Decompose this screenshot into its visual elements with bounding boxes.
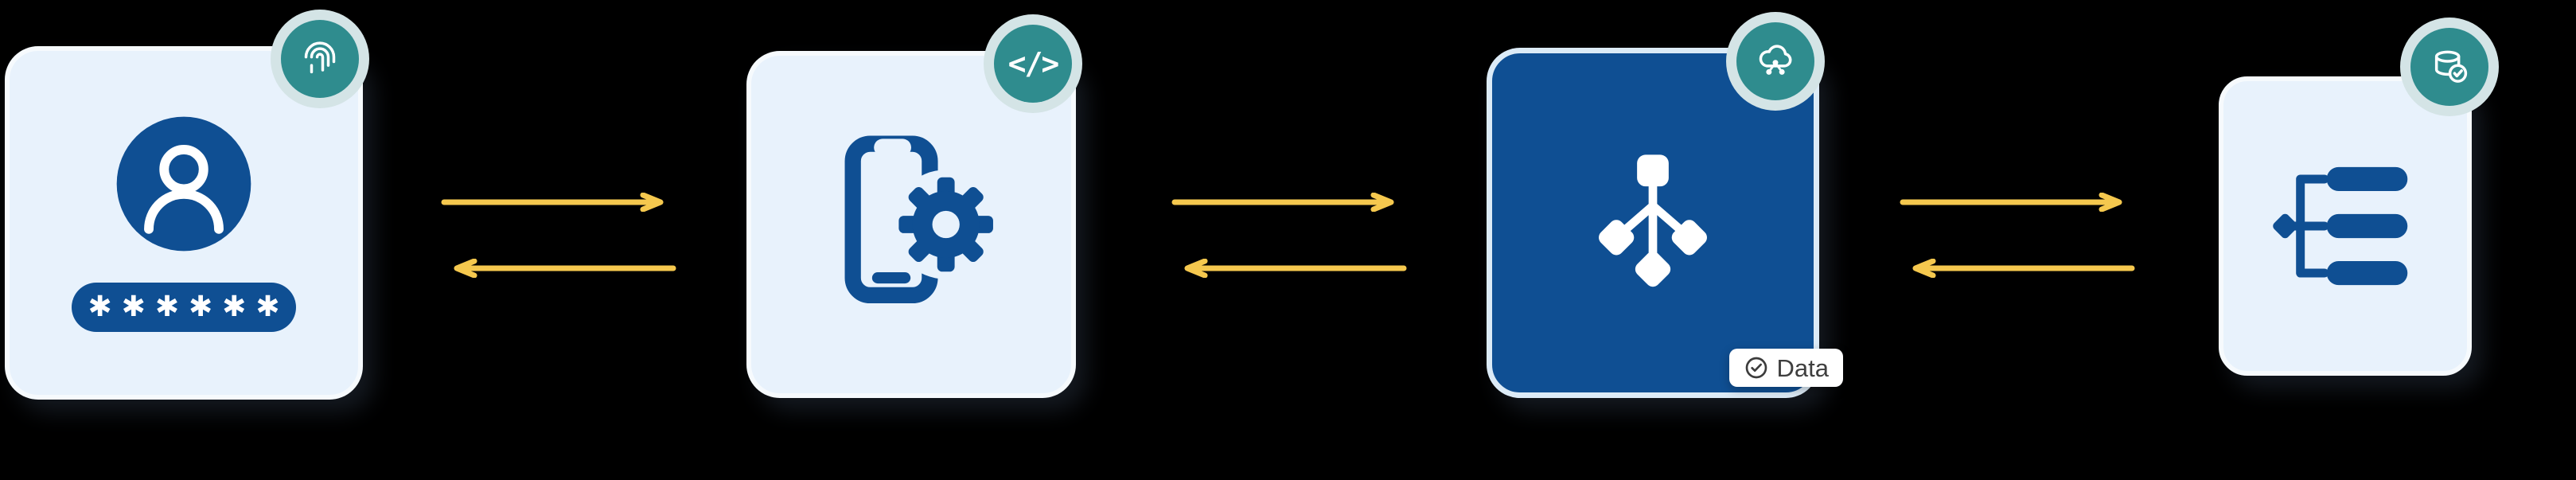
identity-node: ✱✱✱✱✱✱ <box>5 10 369 400</box>
data-tag-label: Data <box>1776 353 1829 382</box>
fingerprint-icon <box>304 41 336 74</box>
badge-circle <box>1736 22 1814 100</box>
arrow-right-icon <box>441 193 664 212</box>
badge-circle <box>281 20 359 98</box>
code-badge: </> <box>984 14 1082 113</box>
decision-tree-icon <box>1599 154 1707 287</box>
arrow-left-icon <box>454 259 676 278</box>
password-field-icon: ✱✱✱✱✱✱ <box>72 283 296 332</box>
tree-list-icon <box>2273 166 2408 286</box>
arrow-right-icon <box>1900 193 2122 212</box>
data-tag: Data <box>1728 349 1843 387</box>
password-mask: ✱✱✱✱✱✱ <box>88 291 290 323</box>
cloud-badge <box>1726 12 1825 111</box>
decision-service-node: Data <box>1487 12 1843 398</box>
database-check-icon <box>2434 50 2468 83</box>
code-icon: </> <box>1007 46 1060 81</box>
user-avatar-icon <box>116 116 251 252</box>
check-circle-icon <box>1745 357 1767 379</box>
badge-circle: </> <box>994 25 1072 103</box>
badge-circle <box>2410 28 2488 106</box>
connector-identity-mobile <box>439 193 678 278</box>
connector-mobile-decision <box>1170 193 1409 278</box>
mobile-app-node: </> <box>746 14 1082 398</box>
arrow-left-icon <box>1912 259 2135 278</box>
arrow-left-icon <box>1184 259 1407 278</box>
connector-decision-data <box>1898 193 2137 278</box>
data-structure-node <box>2219 18 2499 376</box>
fingerprint-badge <box>271 10 369 108</box>
cloud-network-icon <box>1759 45 1792 75</box>
smartphone-gear-icon <box>844 135 1001 304</box>
database-badge <box>2400 18 2499 116</box>
arrow-right-icon <box>1171 193 1394 212</box>
